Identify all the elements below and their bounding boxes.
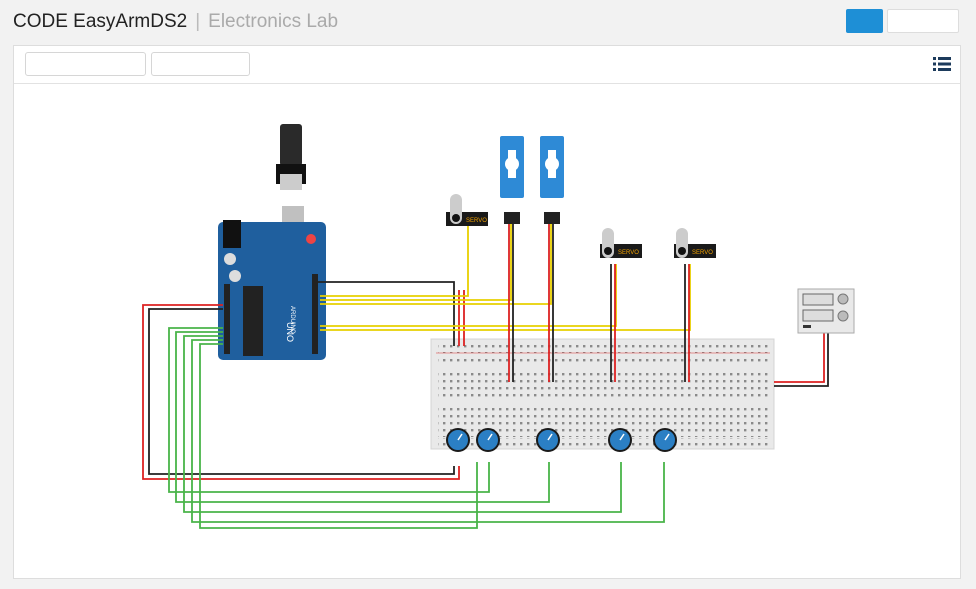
servo-small-1: SERVO	[446, 194, 488, 226]
editor-toolbar	[14, 46, 960, 84]
app-title: CODE EasyArmDS2	[13, 11, 188, 32]
servo-label: SERVO	[692, 250, 713, 256]
circuit-canvas[interactable]: ARDUINO UNO	[14, 84, 960, 578]
title-separator: |	[195, 11, 201, 32]
section-title: Electronics Lab	[208, 11, 339, 32]
editor-panel: ARDUINO UNO	[13, 45, 961, 579]
servo-label: SERVO	[618, 250, 639, 256]
secondary-action-button[interactable]	[887, 9, 959, 33]
list-icon[interactable]	[932, 55, 952, 73]
servo-label: SERVO	[466, 218, 487, 224]
potentiometers	[446, 428, 677, 452]
servo-blue-2	[540, 136, 564, 224]
power-supply	[797, 288, 855, 334]
arduino-uno-text: UNO	[285, 322, 295, 342]
servo-small-3: SERVO	[674, 228, 716, 258]
arduino-brand-text: ARDUINO	[289, 306, 295, 334]
primary-action-button[interactable]	[846, 9, 883, 33]
arduino-board: ARDUINO UNO	[218, 124, 326, 360]
toolbar-button-2[interactable]	[151, 52, 250, 76]
toolbar-button-1[interactable]	[25, 52, 146, 76]
page-title: CODE EasyArmDS2 | Electronics Lab	[13, 11, 338, 33]
servo-blue-1	[500, 136, 524, 224]
servo-small-2: SERVO	[600, 228, 642, 258]
top-bar: CODE EasyArmDS2 | Electronics Lab	[0, 0, 976, 44]
